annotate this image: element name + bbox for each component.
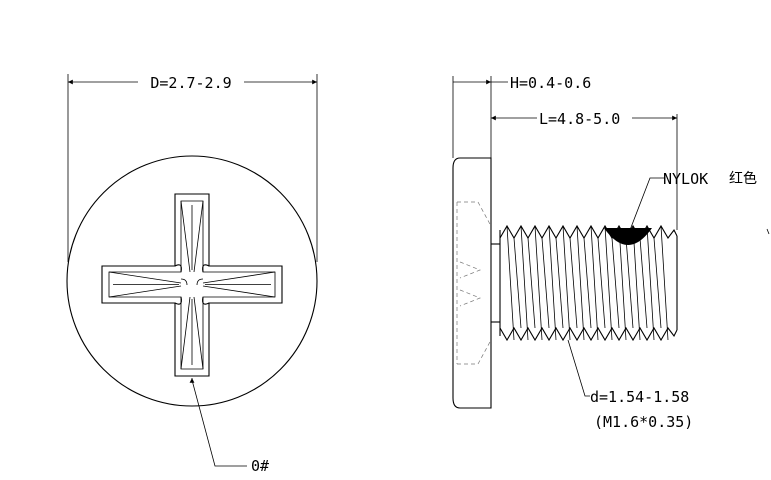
nylok-color-label: 红色	[729, 170, 757, 187]
thread-diameter-label: d=1.54-1.58	[590, 388, 689, 406]
phillips-recess-icon	[101, 193, 283, 377]
drive-size-leader	[191, 379, 247, 467]
nylok-patch	[604, 228, 652, 245]
diameter-label: D=2.7-2.9	[150, 74, 231, 92]
drive-size-label: 0#	[251, 457, 269, 475]
screw-side-view: H=0.4-0.6 L=4.8-5.0 NYLOK	[452, 74, 757, 431]
hidden-recess-lines	[456, 201, 492, 365]
stray-mark	[766, 228, 770, 235]
thread-spec-label: (M1.6*0.35)	[594, 413, 693, 431]
head-top-view: D=2.7-2.9	[66, 74, 318, 475]
screw-head-profile	[452, 157, 492, 409]
nylok-leader	[629, 177, 665, 231]
head-height-label: H=0.4-0.6	[510, 74, 591, 92]
nylok-label: NYLOK	[663, 170, 708, 188]
length-label: L=4.8-5.0	[539, 110, 620, 128]
thread-diameter-leader	[567, 339, 590, 397]
screw-head-outline	[66, 155, 318, 407]
threaded-shank	[491, 224, 678, 342]
